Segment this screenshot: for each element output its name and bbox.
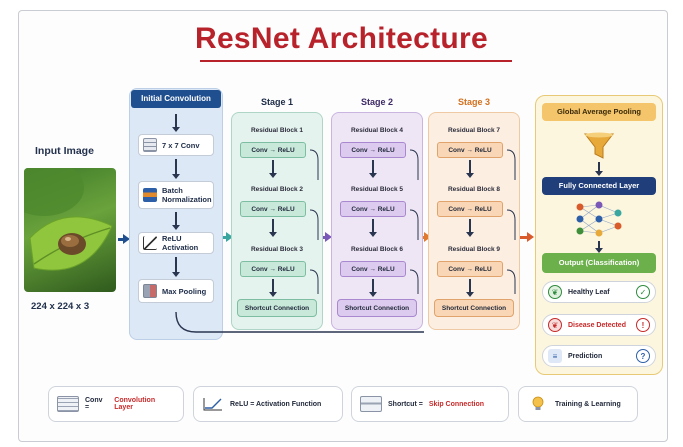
shortcut-icon [360,396,382,412]
step-conv7x7: 7 x 7 Conv [138,134,214,156]
legend-shortcut: Shortcut = Skip Connection [351,386,509,422]
stage-3-title: Stage 3 [457,97,490,107]
step-label: Max Pooling [162,286,207,296]
diagram-title: ResNet Architecture [194,22,488,55]
legend-conv-value: Convolution Layer [114,397,156,411]
leaf-icon: ❦ [548,285,562,299]
result-prediction: ≡ Prediction ? [542,345,656,367]
alert-icon: ! [636,318,650,332]
conv-relu-box: Conv → ReLU [340,142,406,158]
arrow-down [466,279,474,297]
fully-connected-layer: Fully Connected Layer [542,177,656,195]
legend-training-text: Training & Learning [555,400,621,408]
step-label: ReLU Activation [162,234,199,252]
grid-icon [143,138,157,152]
legend-relu-text: ReLU = Activation Function [230,400,322,408]
arrow-stage1-to-stage2 [323,232,332,242]
activation-icon [143,236,157,250]
legend-conv: Conv = Convolution Layer [48,386,184,422]
legend-relu: ReLU = Activation Function [193,386,343,422]
result-label: Prediction [568,352,603,360]
result-healthy-leaf: ❦ Healthy Leaf ✓ [542,281,656,303]
arrow-down [369,279,377,297]
step-relu: ReLU Activation [138,232,214,254]
conv-relu-box: Conv → ReLU [340,261,406,277]
funnel-icon [583,132,615,160]
result-label: Healthy Leaf [568,288,610,296]
stage-1-title: Stage 1 [260,97,293,107]
arrow-down [269,160,277,178]
output-classification: Output (Classification) [542,253,656,273]
residual-block-label: Residual Block 9 [447,246,501,253]
title-underline [200,60,512,62]
legend-shortcut-prefix: Shortcut = [388,400,423,408]
global-average-pooling: Global Average Pooling [542,103,656,121]
arrow-down [269,279,277,297]
arrow-down [369,160,377,178]
residual-block-label: Residual Block 2 [250,186,304,193]
conv-relu-box: Conv → ReLU [437,201,503,217]
activation-graph-icon [202,396,224,412]
result-label: Disease Detected [568,321,626,329]
stage-2-title: Stage 2 [360,97,393,107]
residual-block-label: Residual Block 4 [350,127,404,134]
list-icon: ≡ [548,349,562,363]
pool-icon [143,284,157,298]
check-icon: ✓ [636,285,650,299]
input-image-label: Input Image [35,145,94,157]
conv-relu-box: Conv → ReLU [240,201,306,217]
step-label: Batch Normalization [162,186,212,204]
conv-relu-box: Conv → ReLU [240,261,306,277]
residual-block-label: Residual Block 8 [447,186,501,193]
legend-conv-prefix: Conv = [85,397,103,411]
disease-leaf-icon: ❦ [548,318,562,332]
arrow-down [595,162,603,176]
input-leaf-image [24,168,116,292]
step-max-pool: Max Pooling [138,279,214,303]
arrow-down [466,160,474,178]
initial-convolution-header: Initial Convolution [131,90,221,108]
conv-relu-box: Conv → ReLU [437,261,503,277]
arrow-down [172,114,180,132]
layers-icon [143,188,157,202]
arrow-initial-to-stage1 [223,232,233,242]
neural-network-icon [574,199,624,239]
arrow-down [466,219,474,237]
conv-relu-box: Conv → ReLU [240,142,306,158]
question-icon: ? [636,349,650,363]
input-dimensions: 224 x 224 x 3 [31,301,90,312]
conv-layer-icon [57,396,79,412]
shortcut-connection: Shortcut Connection [337,299,417,317]
arrow-input-to-initial [118,234,130,244]
arrow-down [595,241,603,253]
arrow-down [172,159,180,179]
residual-block-label: Residual Block 5 [350,186,404,193]
step-batch-norm: Batch Normalization [138,181,214,209]
arrow-stage3-to-output [520,232,534,242]
arrow-down [269,219,277,237]
lightbulb-icon [527,396,549,412]
residual-block-label: Residual Block 7 [447,127,501,134]
arrow-down [172,257,180,277]
step-label: 7 x 7 Conv [162,140,200,150]
arrow-stage2-to-stage3 [423,232,431,242]
shortcut-connection: Shortcut Connection [434,299,514,317]
shortcut-connection: Shortcut Connection [237,299,317,317]
residual-block-label: Residual Block 1 [250,127,304,134]
conv-relu-box: Conv → ReLU [437,142,503,158]
result-disease-detected: ❦ Disease Detected ! [542,314,656,336]
legend-shortcut-value: Skip Connection [428,400,485,408]
residual-block-label: Residual Block 3 [250,246,304,253]
residual-block-label: Residual Block 6 [350,246,404,253]
legend-training: Training & Learning [518,386,638,422]
arrow-down [369,219,377,237]
conv-relu-box: Conv → ReLU [340,201,406,217]
arrow-down [172,212,180,230]
